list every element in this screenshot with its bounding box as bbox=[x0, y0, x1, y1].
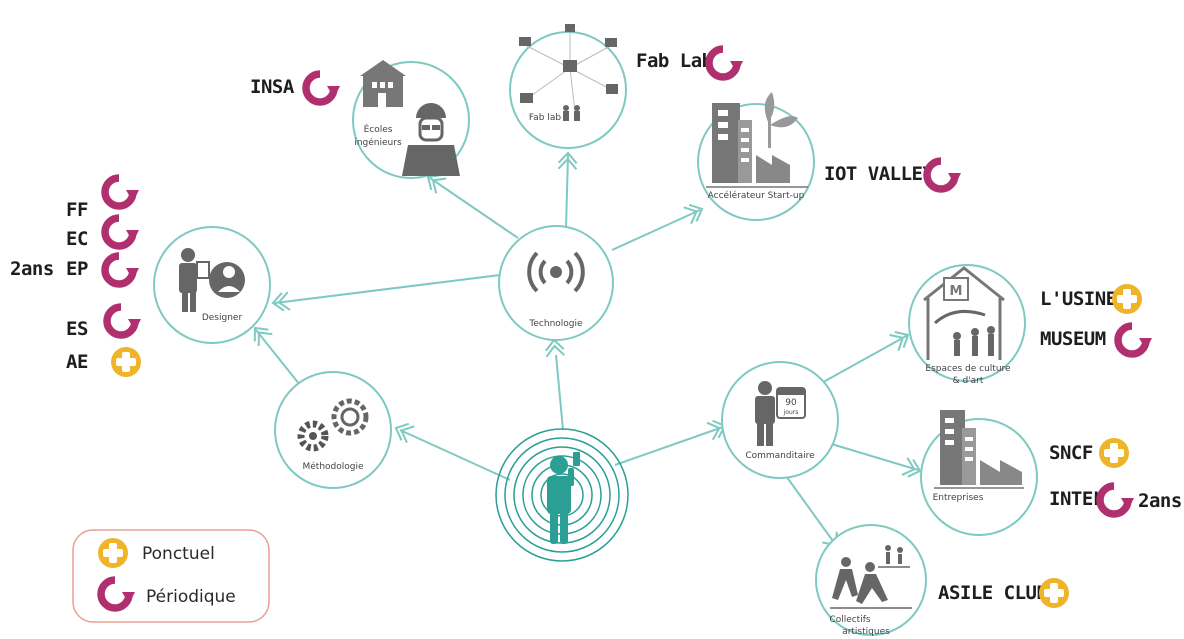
school-building-icon bbox=[360, 60, 406, 107]
periodic-icon bbox=[105, 256, 139, 284]
culture-house-icon: M bbox=[923, 266, 1005, 360]
calendar-days-number: 90 bbox=[785, 398, 797, 408]
museum-m-glyph: M bbox=[950, 284, 963, 299]
partner-sncf: SNCF bbox=[1049, 442, 1093, 464]
node-label-culture-line1: Espaces de culture bbox=[925, 364, 1011, 374]
node-entreprises: Entreprises bbox=[920, 410, 1038, 536]
node-label-fablab: Fab lab bbox=[529, 113, 561, 123]
node-label-collectifs-line1: Collectifs bbox=[829, 615, 870, 625]
partner-fablab: Fab Lab bbox=[636, 50, 713, 72]
edge-commanditaire-culture bbox=[817, 334, 909, 386]
edge-technologie-accelerateur bbox=[611, 209, 701, 251]
person-with-phone-icon bbox=[547, 452, 580, 544]
punctual-icon bbox=[98, 538, 128, 568]
periodic-icon bbox=[306, 74, 340, 102]
node-commanditaire: 90 jours Commanditaire bbox=[721, 361, 839, 479]
engineer-icon bbox=[402, 103, 460, 176]
node-fablab: Fab lab bbox=[509, 24, 627, 149]
edge-center-technologie bbox=[555, 354, 564, 431]
formation-ep-duration: 2ans bbox=[10, 258, 54, 280]
partner-labels: INSA Fab Lab IOT VALLEY FF EC 2ans EP ES… bbox=[10, 49, 1182, 608]
arrowhead bbox=[544, 338, 566, 358]
node-label-technologie: Technologie bbox=[528, 319, 583, 329]
startup-building-icon bbox=[706, 92, 808, 188]
node-label-entreprises: Entreprises bbox=[933, 493, 984, 503]
node-label-ecoles-line2: ingénieurs bbox=[354, 137, 402, 148]
legend-periodic-label: Périodique bbox=[146, 587, 236, 607]
legend: Ponctuel Périodique bbox=[72, 529, 270, 623]
periodic-icon bbox=[1100, 486, 1134, 514]
node-label-culture-line2: & d'art bbox=[953, 376, 984, 386]
calendar-days-unit: jours bbox=[783, 409, 799, 416]
node-label-designer: Designer bbox=[202, 313, 243, 323]
client-deadline-icon: 90 jours bbox=[755, 381, 806, 446]
node-label-methodologie: Méthodologie bbox=[302, 461, 363, 472]
fablab-network-icon bbox=[519, 24, 618, 121]
node-label-commanditaire: Commanditaire bbox=[745, 451, 815, 461]
partner-lusine: L'USINE bbox=[1040, 288, 1117, 310]
formation-ec: EC bbox=[66, 228, 88, 250]
partner-iot-valley: IOT VALLEY bbox=[824, 163, 934, 185]
node-ecoles: Écoles ingénieurs bbox=[352, 60, 470, 179]
node-collectifs: Collectifs artistiques bbox=[815, 524, 927, 637]
edge-methodologie-designer bbox=[255, 329, 301, 386]
node-methodologie: Méthodologie bbox=[274, 371, 392, 489]
partner-museum: MUSEUM bbox=[1040, 328, 1106, 350]
edge-commanditaire-collectifs bbox=[785, 475, 839, 549]
edge-technologie-ecoles bbox=[429, 177, 519, 239]
node-culture: M Espaces de culture & d'art bbox=[908, 264, 1026, 386]
designer-icon bbox=[179, 248, 245, 312]
periodic-icon bbox=[107, 307, 141, 335]
partner-asile-club: ASILE CLUB bbox=[938, 582, 1047, 604]
formation-es: ES bbox=[66, 318, 88, 340]
punctual-icon bbox=[111, 347, 141, 377]
node-label-accelerateur: Accélérateur Start-up bbox=[708, 190, 805, 201]
edge-commanditaire-entreprises bbox=[817, 439, 919, 471]
gears-icon bbox=[297, 398, 369, 452]
punctual-icon bbox=[1112, 284, 1142, 314]
periodic-icon bbox=[709, 49, 743, 77]
arrowheads bbox=[247, 151, 924, 557]
edge-center-methodologie bbox=[399, 429, 511, 481]
periodic-icon bbox=[105, 218, 139, 246]
factory-icon bbox=[934, 410, 1024, 489]
edge-center-commanditaire bbox=[614, 426, 724, 466]
broadcast-icon bbox=[527, 251, 585, 293]
connections bbox=[255, 154, 919, 549]
formation-ae: AE bbox=[66, 351, 88, 373]
edge-technologie-fablab bbox=[565, 154, 569, 229]
node-designer: Designer bbox=[153, 226, 271, 344]
formation-ep: EP bbox=[66, 258, 88, 280]
periodic-icon bbox=[105, 178, 139, 206]
node-accelerateur: Accélérateur Start-up bbox=[697, 92, 815, 221]
node-label-collectifs-line2: artistiques bbox=[842, 627, 890, 637]
legend-punctual-label: Ponctuel bbox=[142, 544, 215, 564]
partner-intel-duration: 2ans bbox=[1138, 490, 1182, 512]
punctual-icon bbox=[1039, 578, 1069, 608]
node-label-ecoles-line1: Écoles bbox=[364, 123, 393, 135]
punctual-icon bbox=[1099, 438, 1129, 468]
edge-technologie-designer bbox=[274, 274, 501, 304]
partner-intel: INTEL bbox=[1049, 488, 1104, 510]
node-technologie: Technologie bbox=[498, 225, 614, 341]
dancers-icon bbox=[830, 545, 912, 609]
periodic-icon bbox=[1118, 326, 1152, 354]
formation-ff: FF bbox=[66, 199, 88, 221]
partner-insa: INSA bbox=[250, 76, 295, 98]
